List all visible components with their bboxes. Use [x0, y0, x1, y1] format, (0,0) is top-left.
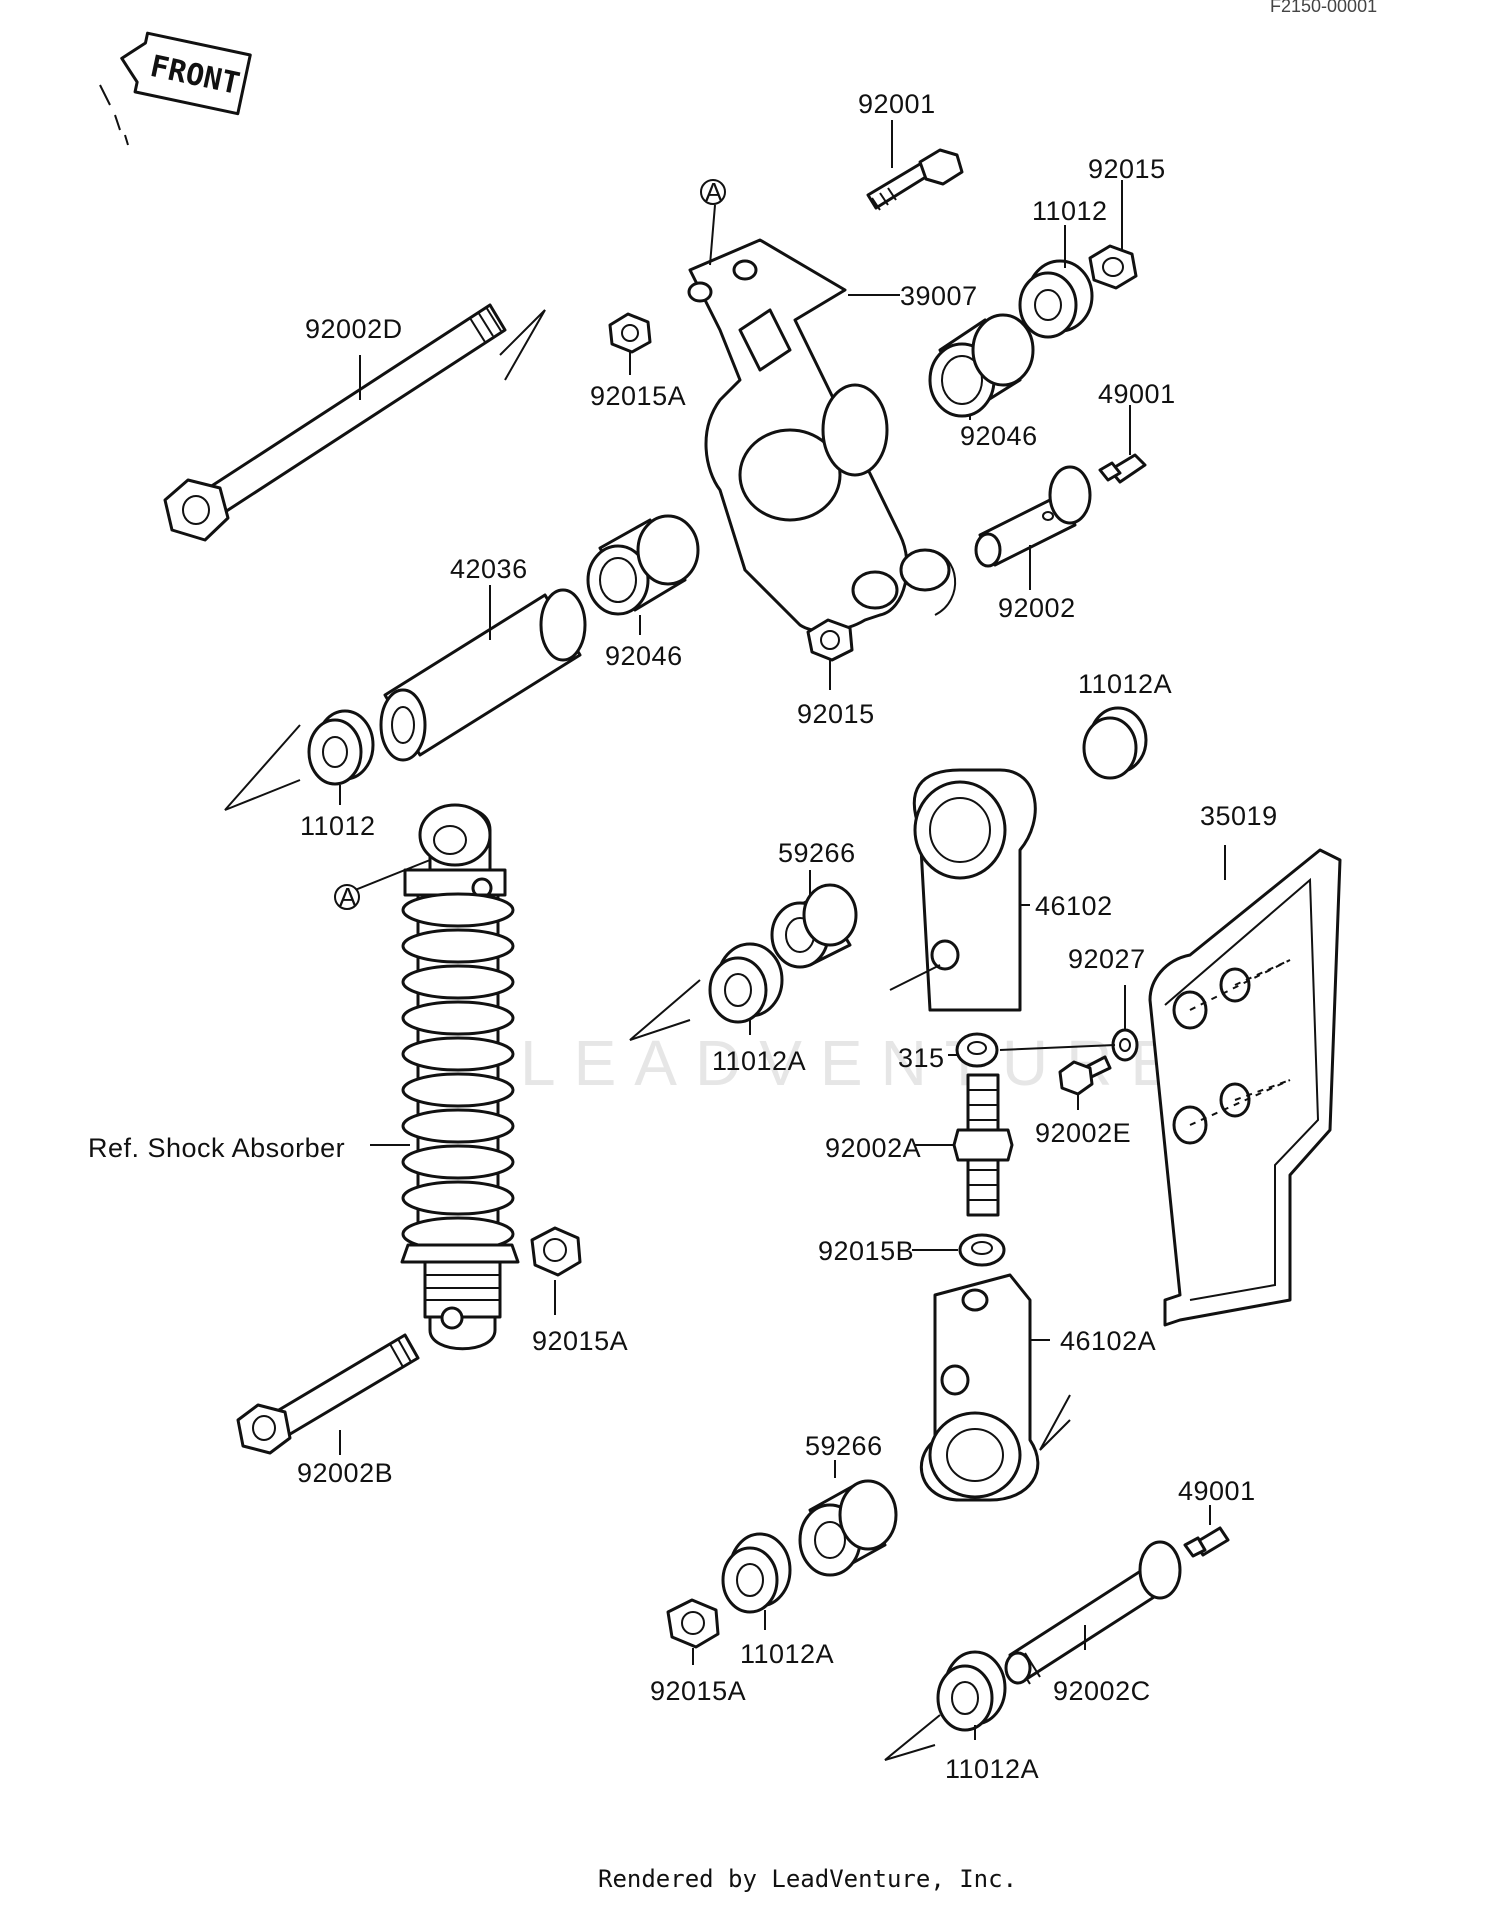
- rocker-arm-39007: [687, 238, 957, 633]
- washer-92027: [1111, 1028, 1139, 1062]
- nut-315: [955, 1032, 999, 1068]
- nut-92015-mid: [806, 618, 854, 662]
- label-59266-top: 59266: [778, 838, 856, 868]
- label-92002E: 92002E: [1035, 1118, 1131, 1148]
- nut-92015B: [958, 1233, 1006, 1267]
- label-11012-top: 11012: [1032, 196, 1108, 226]
- label-ref-shock-absorber: Ref. Shock Absorber: [88, 1133, 345, 1163]
- pin-92002C: [1004, 1540, 1182, 1685]
- label-92015A-shock: 92015A: [532, 1326, 628, 1356]
- ref-marker-a-shock-label: A: [339, 882, 357, 912]
- label-11012-left: 11012: [300, 811, 376, 841]
- label-35019: 35019: [1200, 801, 1278, 831]
- label-11012A-right: 11012A: [1078, 669, 1172, 699]
- grease-nipple-49001-top: [1098, 453, 1147, 484]
- label-92027: 92027: [1068, 944, 1146, 974]
- label-92015B: 92015B: [818, 1236, 914, 1266]
- collar-59266-bottom: [798, 1479, 898, 1577]
- label-92015A-bottom: 92015A: [650, 1676, 746, 1706]
- collar-11012-top: [1018, 259, 1094, 339]
- label-11012A-bottom: 11012A: [740, 1639, 834, 1669]
- bolt-92002E: [1058, 1055, 1112, 1096]
- label-46102: 46102: [1035, 891, 1113, 921]
- diagram-code: F2150-00001: [1270, 0, 1377, 16]
- sleeve-42036: [379, 588, 587, 762]
- collar-11012A-lowest: [936, 1650, 1007, 1732]
- label-92015-mid: 92015: [797, 699, 875, 729]
- collar-11012A-mid: [708, 942, 784, 1024]
- label-315: 315: [898, 1043, 945, 1073]
- bolt-92002D: [163, 303, 507, 542]
- label-92001: 92001: [858, 89, 936, 119]
- collar-11012-left: [307, 709, 375, 786]
- label-92015-top: 92015: [1088, 154, 1166, 184]
- label-92046-right: 92046: [960, 421, 1038, 451]
- tie-rod-46102A: [919, 1273, 1040, 1502]
- label-49001-bottom: 49001: [1178, 1476, 1256, 1506]
- leader-lines: [339, 120, 1226, 1740]
- label-92002B: 92002B: [297, 1458, 393, 1488]
- direction-chevron-1: [499, 309, 546, 381]
- label-46102A: 46102A: [1060, 1326, 1156, 1356]
- nut-92015A-top: [608, 312, 652, 354]
- label-92046-left: 92046: [605, 641, 683, 671]
- direction-chevron-3: [629, 979, 701, 1041]
- label-92002A: 92002A: [825, 1133, 921, 1163]
- direction-chevron-4: [1039, 1394, 1071, 1451]
- grease-nipple-49001-bottom: [1183, 1526, 1230, 1558]
- tie-rod-46102: [889, 768, 1037, 1012]
- footer-credit: Rendered by LeadVenture, Inc.: [598, 1865, 1017, 1893]
- label-92015A-top: 92015A: [590, 381, 686, 411]
- ref-marker-a-shock: A: [334, 882, 360, 912]
- label-11012A-lowest: 11012A: [945, 1754, 1039, 1784]
- bearing-92046-right: [928, 313, 1035, 418]
- direction-chevron-5: [884, 1714, 941, 1761]
- label-49001-top: 49001: [1098, 379, 1176, 409]
- bearing-92046-left: [586, 514, 700, 616]
- collar-59266-top: [770, 883, 858, 969]
- guard-35019: [1148, 848, 1342, 1327]
- ref-marker-a-top: A: [700, 177, 726, 207]
- bolt-92002B: [236, 1333, 420, 1455]
- nut-92015A-shock: [530, 1226, 582, 1277]
- nut-92015A-bottom: [666, 1598, 720, 1649]
- label-42036: 42036: [450, 554, 528, 584]
- collar-11012A-right: [1082, 706, 1148, 780]
- label-92002: 92002: [998, 593, 1076, 623]
- bolt-92001: [866, 148, 964, 211]
- collar-11012A-bottom: [721, 1532, 792, 1614]
- label-59266-bottom: 59266: [805, 1431, 883, 1461]
- coil-spring: [401, 892, 515, 1252]
- label-39007: 39007: [900, 281, 978, 311]
- label-92002C: 92002C: [1053, 1676, 1151, 1706]
- label-11012A-mid: 11012A: [712, 1046, 806, 1076]
- ref-marker-a-top-label: A: [705, 177, 723, 207]
- nut-92015-top: [1088, 244, 1138, 290]
- rod-92002A: [952, 1073, 1014, 1217]
- label-92002D: 92002D: [305, 314, 403, 344]
- pin-92002: [974, 465, 1092, 568]
- direction-chevron-2: [224, 724, 301, 811]
- front-arrow-icon: FRONT: [120, 31, 252, 116]
- shock-absorber: [400, 803, 520, 1351]
